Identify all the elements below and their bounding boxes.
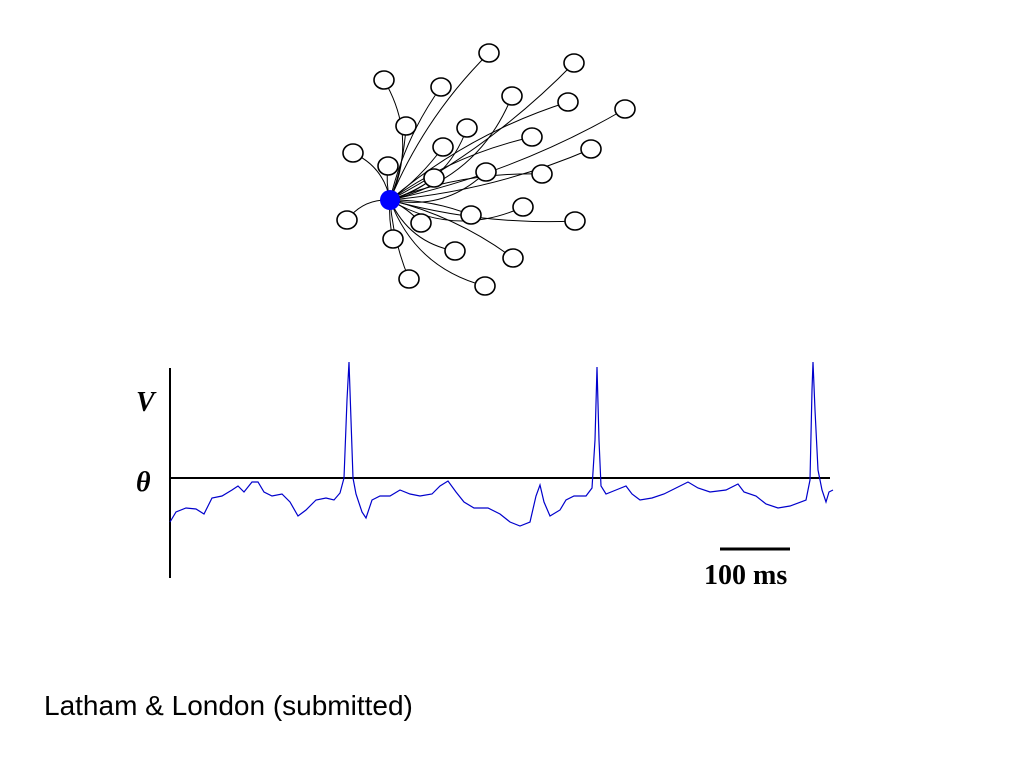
presynaptic-neuron bbox=[423, 168, 445, 188]
presynaptic-neurons bbox=[336, 43, 636, 296]
dendrite-line bbox=[389, 171, 487, 203]
dendrite-line bbox=[389, 199, 514, 259]
presynaptic-neuron bbox=[456, 118, 478, 138]
presynaptic-neuron bbox=[444, 241, 466, 261]
presynaptic-neuron bbox=[521, 127, 543, 147]
presynaptic-neuron bbox=[564, 211, 586, 231]
voltage-trace-plot: V θ 100 ms bbox=[136, 361, 834, 591]
dendrite-line bbox=[389, 95, 513, 201]
presynaptic-neuron bbox=[398, 269, 420, 289]
presynaptic-neuron bbox=[382, 229, 404, 249]
dendrite-line bbox=[389, 108, 626, 201]
presynaptic-neuron bbox=[474, 276, 496, 296]
presynaptic-neuron bbox=[336, 210, 358, 230]
presynaptic-neuron bbox=[502, 248, 524, 268]
presynaptic-neuron bbox=[342, 143, 364, 163]
neuron-network-diagram bbox=[336, 43, 636, 296]
presynaptic-neuron bbox=[580, 139, 602, 159]
membrane-voltage-trace bbox=[169, 361, 834, 527]
dendrite-line bbox=[389, 199, 524, 222]
dendrite-line bbox=[389, 199, 486, 287]
presynaptic-neuron bbox=[410, 213, 432, 233]
presynaptic-neuron bbox=[614, 99, 636, 119]
presynaptic-neuron bbox=[531, 164, 553, 184]
presynaptic-neuron bbox=[501, 86, 523, 106]
citation-text: Latham & London (submitted) bbox=[44, 690, 413, 721]
scale-bar-label: 100 ms bbox=[704, 560, 787, 591]
presynaptic-neuron bbox=[557, 92, 579, 112]
presynaptic-neuron bbox=[373, 70, 395, 90]
dendrite-line bbox=[389, 173, 543, 201]
threshold-label: θ bbox=[136, 467, 151, 498]
presynaptic-neuron bbox=[475, 162, 497, 182]
presynaptic-neuron bbox=[377, 156, 399, 176]
presynaptic-neuron bbox=[563, 53, 585, 73]
presynaptic-neuron bbox=[432, 137, 454, 157]
dendrite-line bbox=[389, 199, 576, 223]
central-neuron bbox=[380, 190, 400, 210]
dendrite-line bbox=[389, 136, 533, 201]
dendrite-line bbox=[389, 86, 442, 201]
dendrite-line bbox=[389, 148, 592, 201]
presynaptic-neuron bbox=[512, 197, 534, 217]
dendrite-line bbox=[383, 79, 404, 201]
dendrite-line bbox=[389, 52, 490, 201]
presynaptic-neuron bbox=[478, 43, 500, 63]
y-axis-label: V bbox=[136, 387, 157, 418]
presynaptic-neuron bbox=[395, 116, 417, 136]
presynaptic-neuron bbox=[460, 205, 482, 225]
presynaptic-neuron bbox=[430, 77, 452, 97]
